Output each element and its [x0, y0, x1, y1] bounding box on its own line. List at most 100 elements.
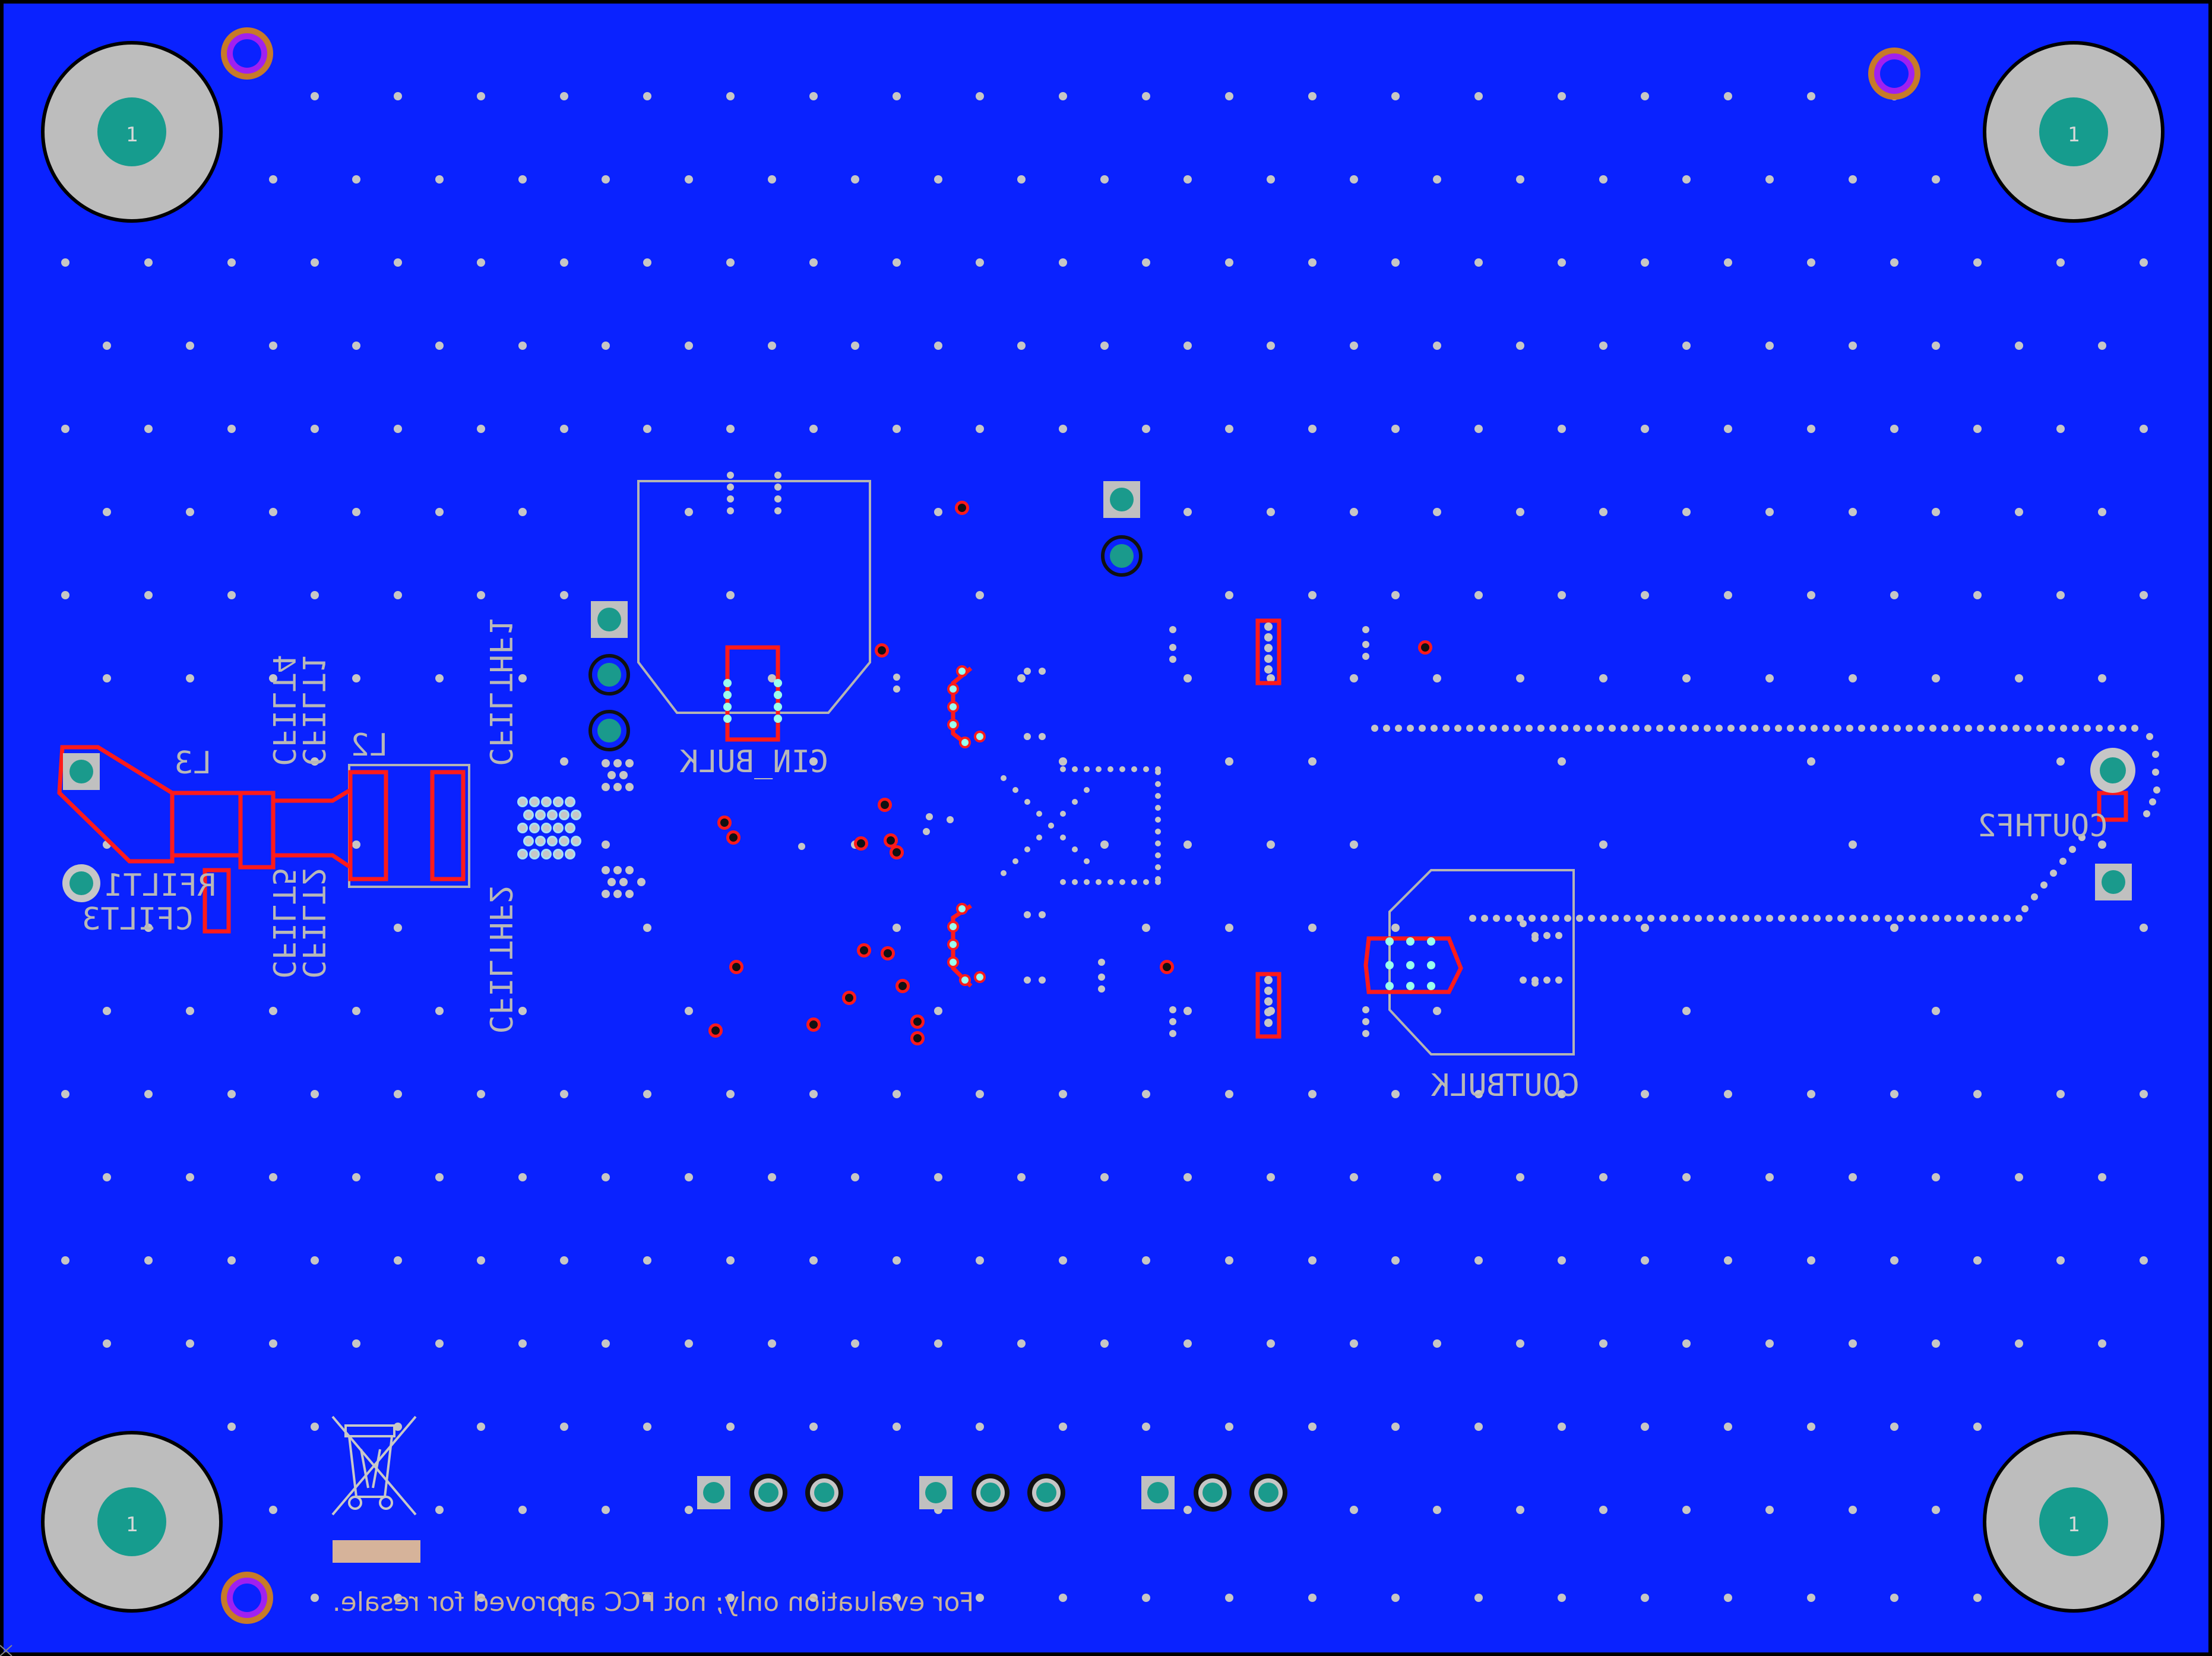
via	[477, 92, 485, 100]
cluster-via	[567, 824, 574, 832]
header-pad-core	[1147, 1482, 1169, 1503]
via	[1790, 915, 1797, 922]
via	[311, 1423, 319, 1431]
via	[1543, 976, 1550, 984]
via	[2056, 1090, 2065, 1098]
via	[851, 175, 859, 184]
via	[2056, 425, 2065, 433]
via	[1474, 258, 1483, 267]
header-pad-core	[814, 1483, 834, 1503]
via	[613, 890, 622, 898]
via	[144, 591, 153, 599]
via	[1807, 591, 1815, 599]
via	[2015, 674, 2023, 682]
via	[1059, 425, 1067, 433]
via	[1084, 879, 1090, 885]
via	[1100, 1173, 1109, 1181]
via	[2069, 846, 2076, 853]
via	[726, 1594, 735, 1602]
via	[1671, 915, 1678, 922]
switch-via-core	[950, 721, 957, 728]
via	[394, 1090, 402, 1098]
via	[1036, 811, 1042, 817]
via	[1391, 1256, 1400, 1265]
via	[1391, 924, 1400, 932]
via	[926, 813, 933, 820]
via	[1493, 915, 1500, 922]
via	[435, 508, 444, 516]
switch-via-core	[958, 668, 966, 675]
via	[1391, 1423, 1400, 1431]
via	[1973, 425, 1982, 433]
via	[726, 1256, 735, 1265]
via	[1641, 1090, 1649, 1098]
mounting-hole-bottom-left: 1	[41, 1431, 223, 1613]
via	[1724, 1423, 1732, 1431]
via	[103, 342, 111, 350]
via	[893, 674, 900, 681]
header-pad-core	[758, 1483, 779, 1503]
via	[1973, 1594, 1982, 1602]
via	[1599, 342, 1607, 350]
cluster-via	[543, 798, 550, 805]
via	[1350, 508, 1358, 516]
via	[2004, 915, 2011, 922]
via	[2140, 1090, 2148, 1098]
via	[1641, 1594, 1649, 1602]
via	[1929, 725, 1936, 732]
via	[103, 508, 111, 516]
via	[1264, 1008, 1273, 1016]
via	[893, 1090, 901, 1098]
via	[269, 1173, 277, 1181]
via	[394, 92, 402, 100]
bottom-header-pads	[697, 1474, 1287, 1512]
via	[477, 1423, 485, 1431]
via	[1060, 766, 1066, 772]
via	[1683, 915, 1690, 922]
via	[643, 425, 651, 433]
via	[1264, 976, 1273, 984]
via	[1682, 508, 1691, 516]
via	[2040, 881, 2048, 889]
via	[352, 508, 360, 516]
via	[1012, 787, 1018, 793]
via	[1350, 1173, 1358, 1181]
label-cfilt1: CFILT1	[295, 655, 331, 766]
via	[1890, 924, 1898, 932]
via	[1885, 915, 1892, 922]
via	[1973, 591, 1982, 599]
via	[1917, 725, 1925, 732]
cluster-via	[567, 851, 574, 858]
via	[643, 1423, 651, 1431]
via	[1825, 915, 1833, 922]
l3-keepout	[57, 745, 175, 864]
via	[1600, 915, 1607, 922]
via	[1433, 674, 1441, 682]
via	[1264, 1019, 1273, 1027]
via-clusters	[517, 759, 645, 898]
via	[1391, 1594, 1400, 1602]
via	[394, 1594, 402, 1602]
via	[685, 1007, 693, 1015]
via	[1059, 757, 1067, 766]
small-via-core	[1421, 643, 1429, 652]
via	[2119, 725, 2126, 732]
via	[1641, 1256, 1649, 1265]
via	[1822, 725, 1830, 732]
test-point-pads	[62, 481, 2135, 902]
via	[1558, 1423, 1566, 1431]
via	[1765, 674, 1774, 682]
via	[602, 1506, 610, 1514]
small-via-core	[913, 1017, 922, 1026]
via	[1543, 932, 1550, 939]
via	[2140, 1256, 2148, 1265]
small-via-core	[881, 801, 889, 809]
via	[1060, 879, 1066, 885]
via	[394, 258, 402, 267]
via	[103, 1007, 111, 1015]
switch-via-core	[950, 941, 957, 948]
via	[1169, 1006, 1176, 1013]
via	[394, 1256, 402, 1265]
via	[1119, 766, 1125, 772]
small-via-core	[958, 504, 966, 512]
